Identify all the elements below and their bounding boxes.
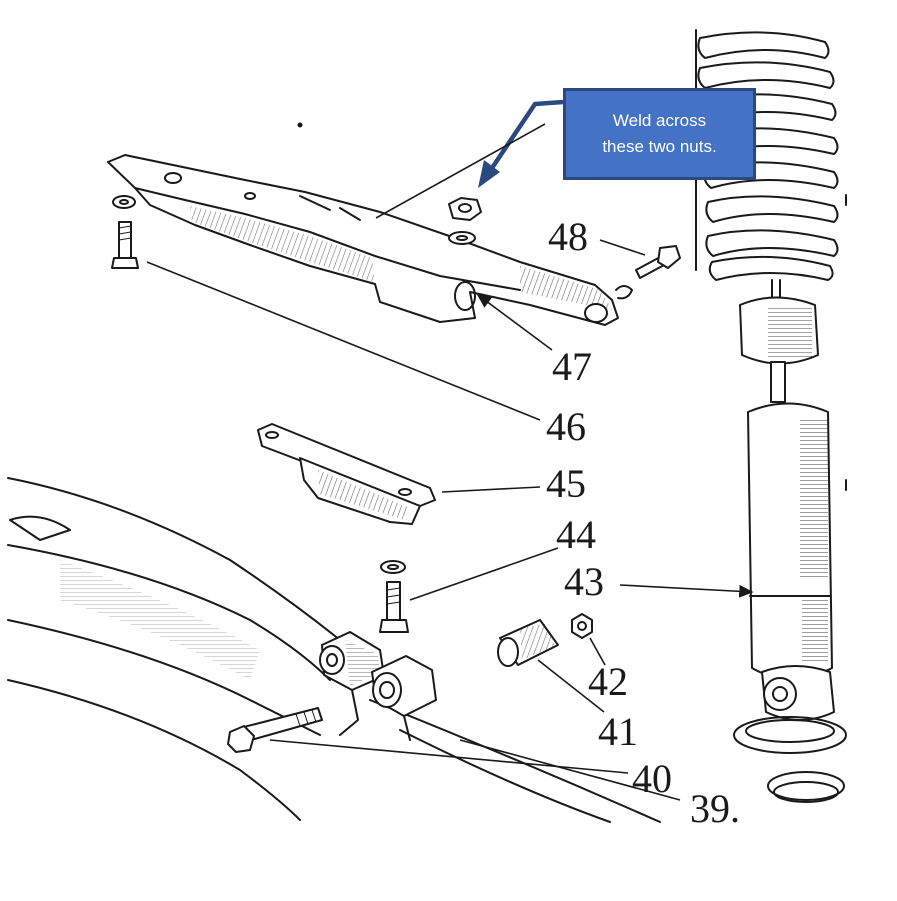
nut-upper	[448, 197, 482, 221]
leader-44	[409, 547, 559, 601]
washer-left	[112, 195, 136, 209]
bolt-40	[227, 707, 323, 753]
leader-47	[476, 294, 553, 351]
leader-48	[599, 239, 646, 256]
leader-45	[441, 486, 541, 493]
part-label-40: 40	[632, 756, 672, 801]
part-label-48: 48	[548, 214, 588, 259]
callout-arrow	[478, 99, 564, 188]
part-label-41: 41	[598, 709, 638, 754]
bolt-48	[615, 245, 681, 300]
callout-line-1: Weld across	[612, 111, 707, 130]
lower-wishbone	[7, 477, 661, 823]
nut-42	[571, 613, 593, 639]
bush-41	[497, 619, 559, 667]
part-label-47: 47	[552, 344, 592, 389]
leader-46	[146, 261, 541, 421]
leader-39	[459, 739, 681, 801]
weld-callout-box: Weld across these two nuts.	[563, 88, 756, 180]
leader-42	[589, 637, 606, 666]
mounting-pad-45	[257, 423, 436, 525]
part-label-46: 46	[546, 404, 586, 449]
upper-bracket	[107, 154, 619, 326]
leader-41	[537, 659, 605, 713]
callout-line-2: these two nuts.	[602, 137, 717, 156]
bolt-44	[379, 560, 409, 633]
part-label-44: 44	[556, 512, 596, 557]
part-label-45: 45	[546, 461, 586, 506]
leader-43	[619, 584, 754, 598]
shock-absorber	[733, 279, 847, 803]
bolt-left	[111, 221, 139, 269]
part-label-43: 43	[564, 559, 604, 604]
leader-bracket	[375, 123, 546, 219]
leader-40	[269, 739, 629, 774]
part-label-42: 42	[588, 659, 628, 704]
washer-upper	[448, 231, 476, 245]
part-label-39: 39.	[690, 786, 740, 831]
